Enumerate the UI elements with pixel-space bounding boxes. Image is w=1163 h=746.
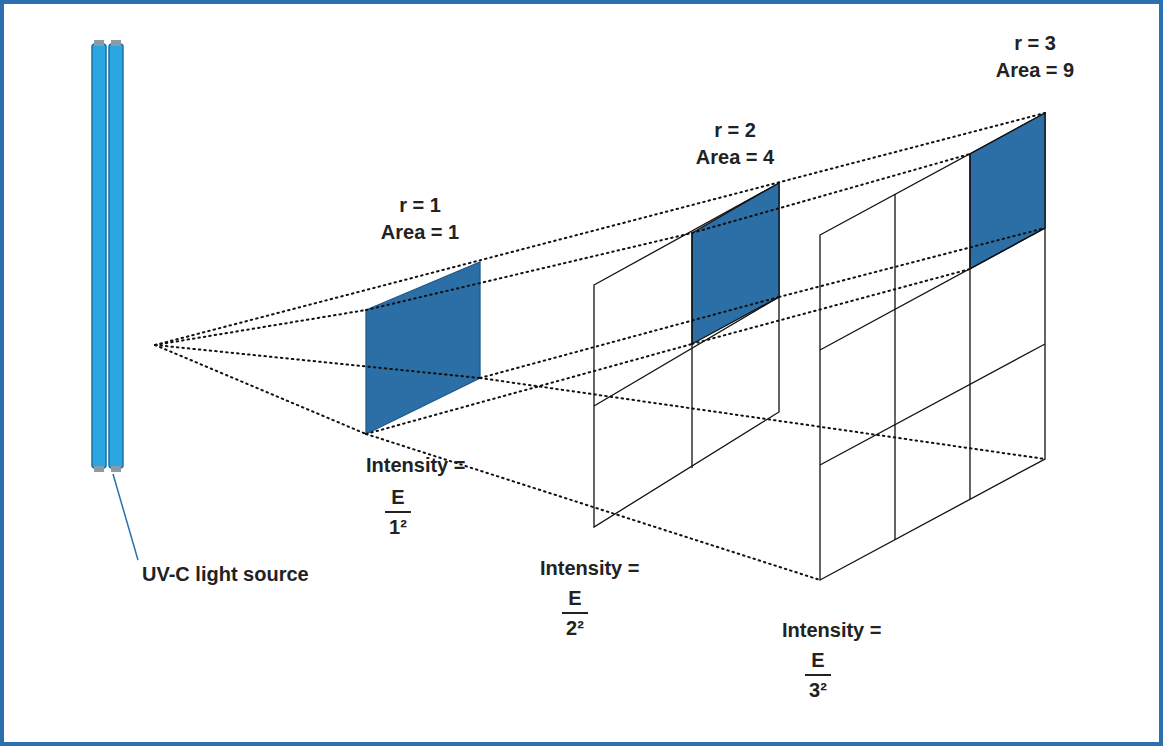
source-label: UV-C light source (142, 562, 309, 586)
denominator: 3² (809, 678, 827, 702)
radius-label: r = 1 (399, 193, 441, 217)
projection-lines (155, 113, 1045, 580)
intensity-label: Intensity = (366, 453, 465, 477)
radius-label: r = 3 (1014, 31, 1056, 55)
radius-label: r = 2 (714, 118, 756, 142)
area-label: Area = 4 (696, 145, 774, 169)
area-label: Area = 9 (996, 58, 1074, 82)
denominator: 2² (566, 616, 584, 640)
panel-r3 (820, 113, 1045, 580)
intensity-label: Intensity = (540, 556, 639, 580)
area-label: Area = 1 (381, 220, 459, 244)
numerator: E (391, 485, 404, 509)
denominator: 1² (389, 515, 407, 539)
intensity-label: Intensity = (782, 618, 881, 642)
leader-line (113, 474, 138, 560)
numerator: E (811, 648, 824, 672)
fraction-bar (385, 512, 831, 675)
numerator: E (568, 586, 581, 610)
uv-lamp (92, 40, 123, 472)
